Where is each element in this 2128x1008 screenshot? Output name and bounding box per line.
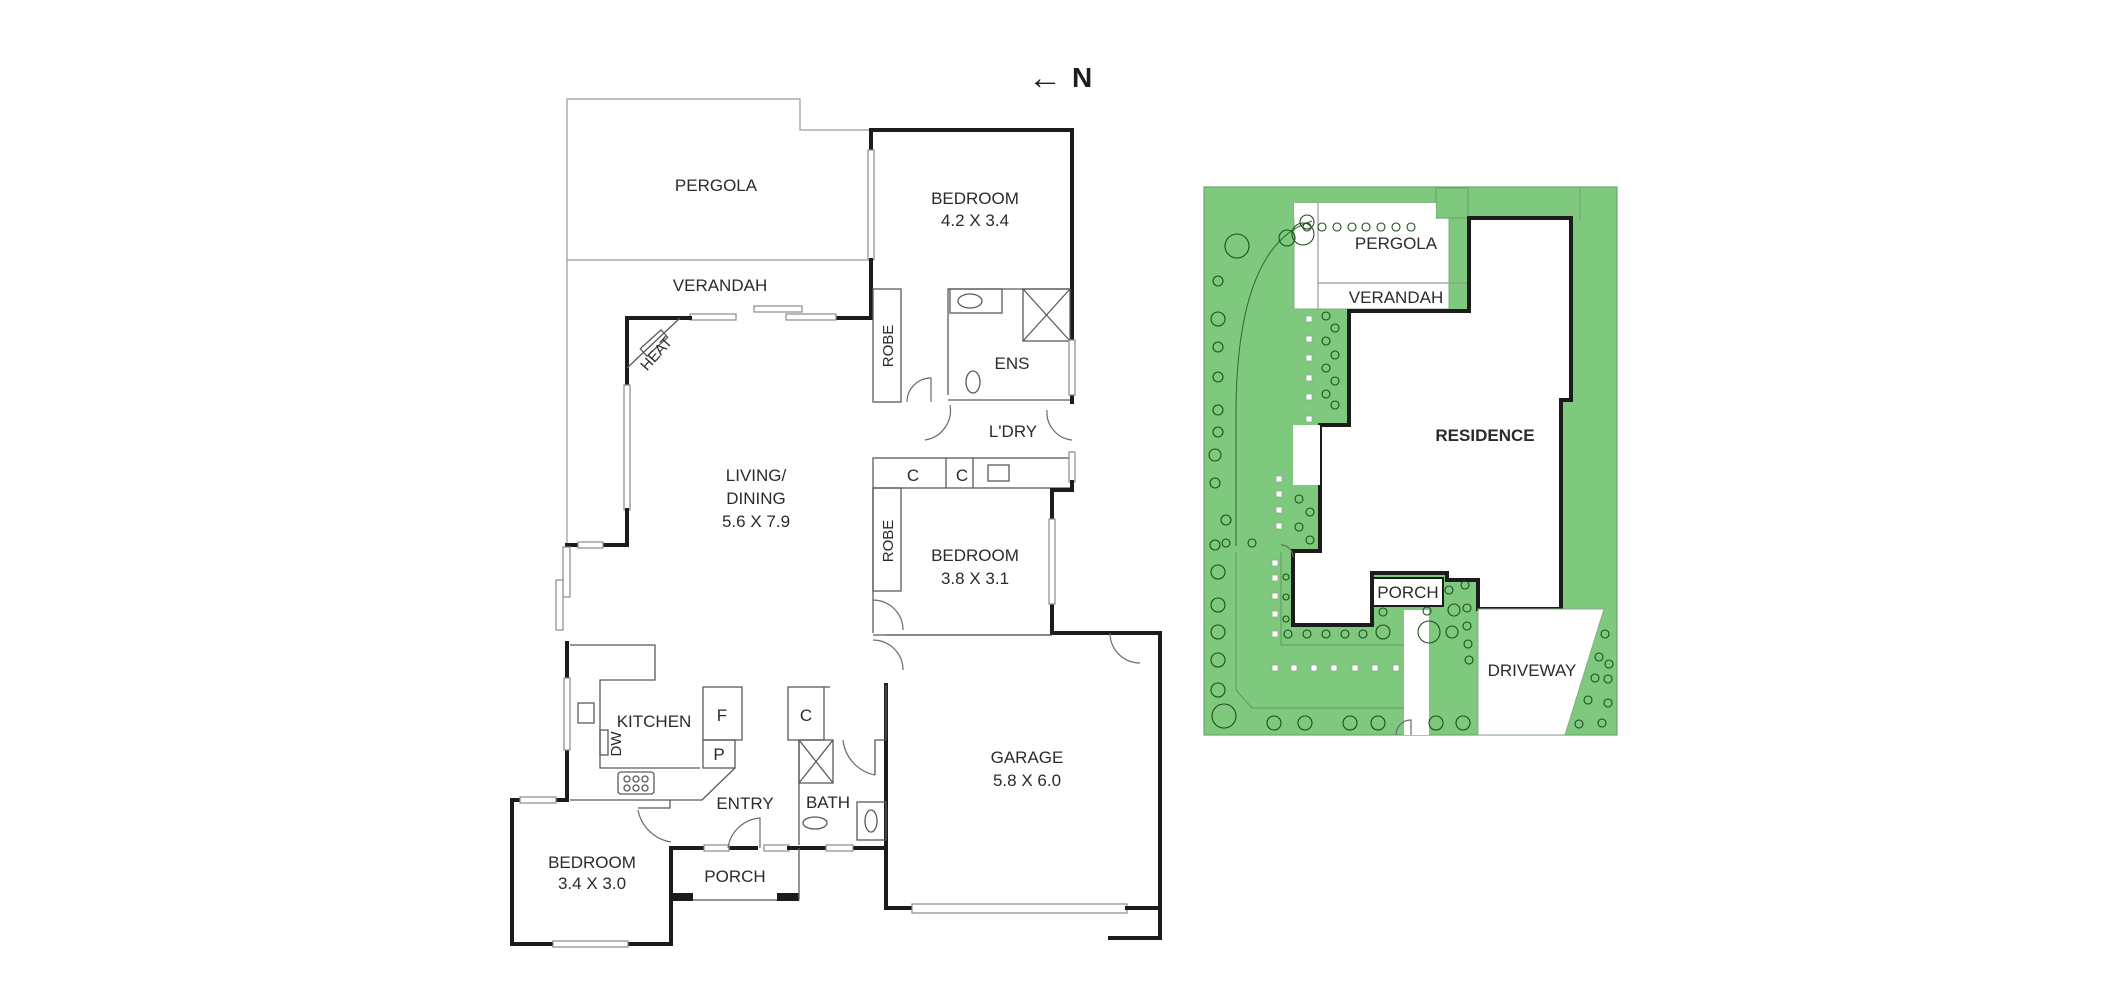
room-dims-bedroom3: 3.4 X 3.0 bbox=[558, 874, 626, 893]
room-dims-bedroom2: 3.8 X 3.1 bbox=[941, 569, 1009, 588]
north-label: N bbox=[1072, 62, 1093, 93]
room-label-bedroom2: BEDROOM bbox=[931, 546, 1019, 565]
bedroom-1 bbox=[867, 128, 1074, 404]
room-dims-living: 5.6 X 7.9 bbox=[722, 512, 790, 531]
closet-label-2: C bbox=[956, 466, 968, 485]
room-label-living: LIVING/ bbox=[726, 466, 787, 485]
room-label-laundry: L'DRY bbox=[989, 422, 1037, 441]
room-label-garage: GARAGE bbox=[991, 748, 1064, 767]
room-label-kitchen: KITCHEN bbox=[617, 712, 692, 731]
closet-label-1: C bbox=[907, 466, 919, 485]
room-label-bedroom3: BEDROOM bbox=[548, 853, 636, 872]
dishwasher-label: DW bbox=[608, 731, 625, 757]
robe-ens bbox=[872, 288, 1076, 403]
room-label-ens: ENS bbox=[995, 354, 1030, 373]
site-label-porch: PORCH bbox=[1377, 583, 1438, 602]
pantry-label: P bbox=[713, 745, 724, 764]
room-label-bedroom1: BEDROOM bbox=[931, 189, 1019, 208]
site-label-verandah: VERANDAH bbox=[1349, 288, 1443, 307]
room-dims-garage: 5.8 X 6.0 bbox=[993, 771, 1061, 790]
living-walls bbox=[555, 290, 873, 631]
room-dims-bedroom1: 4.2 X 3.4 bbox=[941, 211, 1009, 230]
site-label-pergola: PERGOLA bbox=[1355, 234, 1438, 253]
room-label-pergola: PERGOLA bbox=[675, 176, 758, 195]
site-label-driveway: DRIVEWAY bbox=[1488, 661, 1577, 680]
site-label-residence: RESIDENCE bbox=[1435, 426, 1534, 445]
arrow-left-icon: ← bbox=[1028, 59, 1062, 97]
garage bbox=[884, 631, 1162, 940]
fridge-label: F bbox=[717, 706, 727, 725]
north-compass: ← N bbox=[1028, 60, 1092, 96]
kitchen bbox=[563, 641, 743, 802]
room-label-robe1: ROBE bbox=[880, 325, 897, 368]
paving-stones bbox=[1271, 315, 1400, 672]
room-label-dining: DINING bbox=[726, 489, 786, 508]
bedroom-3 bbox=[510, 796, 800, 948]
closet-label-3: C bbox=[800, 706, 812, 725]
room-label-verandah: VERANDAH bbox=[673, 276, 767, 295]
pergola-area bbox=[566, 98, 871, 548]
room-label-entry: ENTRY bbox=[716, 794, 773, 813]
room-label-porch: PORCH bbox=[704, 867, 765, 886]
room-label-bath: BATH bbox=[806, 793, 850, 812]
room-label-robe2: ROBE bbox=[880, 520, 897, 563]
trees bbox=[1208, 214, 1614, 731]
entry-bath bbox=[637, 686, 888, 852]
